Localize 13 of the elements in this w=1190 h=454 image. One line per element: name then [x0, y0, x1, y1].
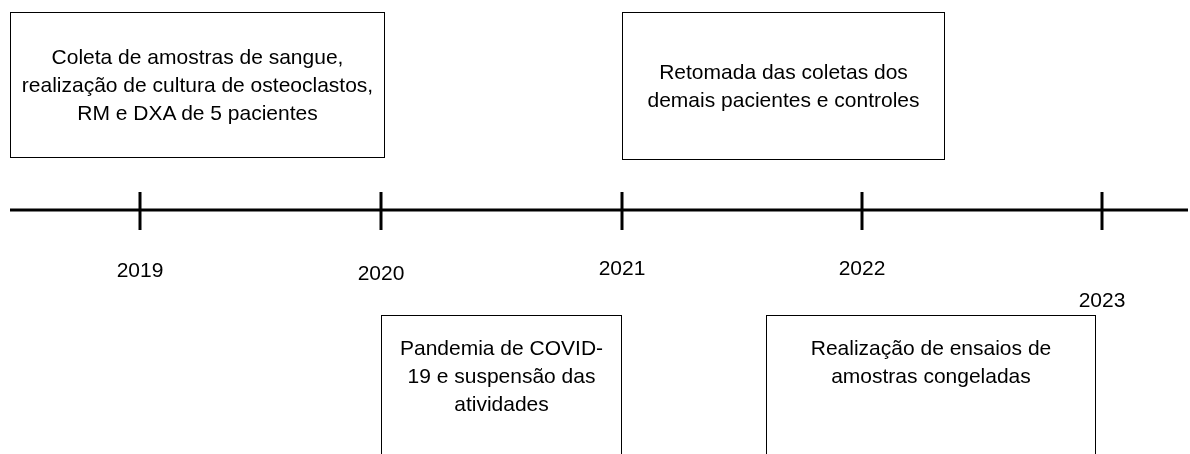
event-text: Coleta de amostras de sangue, realização de cultura de osteoclastos, RM e DXA de 5 pacientes: [21, 44, 374, 126]
year-label: 2020: [357, 261, 405, 285]
event-text: Retomada das coletas dos demais pacientes e controles: [646, 59, 921, 113]
year-label: 2023: [1078, 288, 1126, 312]
year-label: 2019: [116, 258, 164, 282]
event-box: [10, 12, 385, 158]
event-text: Pandemia de COVID-19 e suspensão das atividades: [398, 335, 605, 417]
event-box: [766, 315, 1096, 454]
event-box: [381, 315, 622, 454]
year-label: 2022: [838, 256, 886, 280]
event-box: [622, 12, 945, 160]
year-label: 2021: [598, 256, 646, 280]
event-text: Realização de ensaios de amostras congeladas: [809, 335, 1053, 389]
